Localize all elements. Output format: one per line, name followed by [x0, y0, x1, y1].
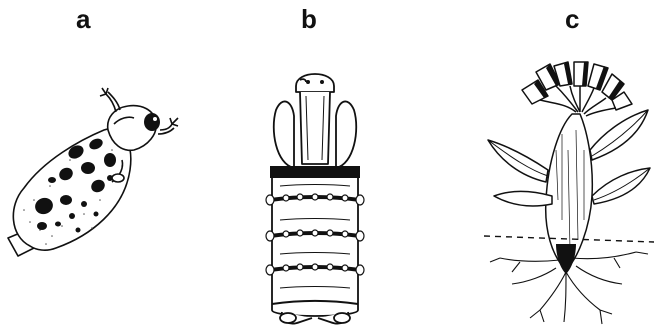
panel-a-illustration	[8, 88, 178, 256]
panel-b-illustration	[266, 74, 364, 324]
panel-c-illustration	[484, 62, 654, 324]
